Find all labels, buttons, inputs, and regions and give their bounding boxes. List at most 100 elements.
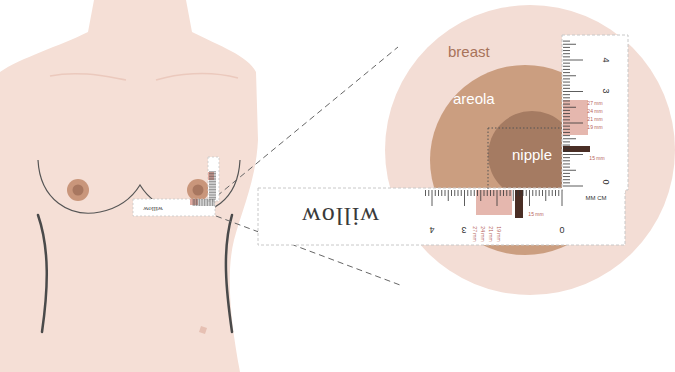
tick-mark — [523, 190, 524, 196]
size-label: 21 mm — [488, 226, 493, 241]
tick-mark — [209, 187, 216, 188]
tick-mark — [435, 190, 436, 196]
tick-mark — [563, 53, 570, 54]
tick-mark — [467, 190, 468, 196]
label-holder: 4 — [429, 225, 434, 234]
tick-mark — [563, 85, 570, 86]
label-holder: 4 — [601, 57, 610, 62]
tick-mark — [448, 190, 449, 201]
tick-mark — [193, 199, 194, 206]
tick-mark — [209, 178, 216, 179]
brand-mark: willow — [301, 203, 379, 229]
tick-mark — [545, 190, 546, 201]
tick-mark — [563, 75, 576, 76]
tick-mark — [493, 190, 494, 196]
tick-mark — [513, 190, 514, 201]
areola-small — [187, 179, 209, 201]
tick-mark — [563, 47, 570, 48]
ruler-ticks — [426, 41, 584, 206]
tick-mark — [497, 190, 498, 206]
tick-mark — [563, 116, 570, 117]
tick-mark — [500, 190, 501, 196]
tick-mark — [563, 97, 570, 98]
label-holder: 15 mm — [589, 156, 604, 161]
scale-number: 4 — [429, 225, 434, 234]
tick-mark — [194, 199, 195, 206]
label-holder: MM CM — [586, 195, 607, 201]
tick-mark — [209, 171, 216, 172]
size-label: 24 mm — [587, 109, 602, 114]
circle-fill — [385, 5, 675, 295]
tick-mark — [196, 199, 197, 206]
tick-mark — [464, 190, 465, 206]
tick-mark — [563, 170, 576, 171]
small-ruler — [133, 199, 215, 216]
tick-mark — [209, 199, 216, 200]
tick-mark — [209, 195, 216, 196]
tick-mark — [445, 190, 446, 196]
label-holder: 3 — [601, 88, 610, 93]
label-holder: 19 mm — [496, 226, 501, 241]
tick-mark — [209, 199, 210, 206]
tick-mark — [549, 190, 550, 196]
label-holder: willow — [143, 205, 162, 212]
label-holder: 15 mm — [528, 212, 543, 217]
tick-mark — [563, 173, 570, 174]
scale-number: 0 — [559, 225, 564, 234]
tick-mark — [563, 163, 570, 164]
tick-mark — [563, 44, 576, 45]
tick-mark — [563, 100, 570, 101]
tick-mark — [563, 69, 570, 70]
tick-mark — [542, 190, 543, 196]
label-holder: 21 mm — [587, 117, 602, 122]
tick-mark — [209, 192, 216, 193]
tick-mark — [209, 197, 216, 198]
tick-mark — [209, 186, 216, 187]
label-holder: 21 mm — [488, 226, 493, 241]
tick-mark — [562, 190, 563, 206]
nipple-small — [73, 185, 84, 196]
size-marker — [190, 199, 198, 205]
tick-mark — [204, 199, 205, 206]
side-shadow — [38, 215, 47, 332]
tick-mark — [212, 199, 213, 206]
tick-mark — [563, 182, 570, 183]
label-holder: 24 mm — [480, 226, 485, 241]
small-ruler-ticks — [193, 172, 216, 206]
tick-mark — [461, 190, 462, 196]
tick-mark — [563, 123, 583, 124]
scale-number: 3 — [461, 225, 466, 234]
tick-mark — [209, 175, 216, 176]
tick-mark — [209, 191, 216, 192]
tick-mark — [526, 190, 527, 196]
label-holder: 27 mm — [472, 226, 477, 241]
brand-mark: willow — [143, 205, 162, 212]
tick-mark — [425, 190, 426, 196]
tick-mark — [209, 189, 216, 190]
tick-mark — [563, 138, 576, 139]
size-label: 15 mm — [528, 212, 543, 217]
tick-mark — [516, 190, 517, 196]
side-shadow — [226, 215, 232, 332]
tick-mark — [563, 148, 570, 149]
tick-mark — [471, 190, 472, 196]
tick-mark — [198, 199, 199, 206]
size-label: 24 mm — [480, 226, 485, 241]
tick-mark — [563, 110, 570, 111]
tick-mark — [563, 132, 570, 133]
tick-mark — [563, 41, 570, 42]
size-label: 19 mm — [587, 125, 602, 130]
tick-mark — [519, 190, 520, 196]
tick-mark — [563, 56, 570, 57]
nipple-small — [193, 185, 204, 196]
tick-mark — [490, 190, 491, 196]
size-marker — [563, 146, 590, 152]
label-holder: willow — [301, 203, 379, 229]
tick-mark — [563, 104, 570, 105]
tick-mark — [510, 190, 511, 196]
navel — [199, 326, 207, 334]
tick-mark — [563, 63, 570, 64]
tick-mark — [210, 199, 211, 206]
size-label: 27 mm — [587, 101, 602, 106]
